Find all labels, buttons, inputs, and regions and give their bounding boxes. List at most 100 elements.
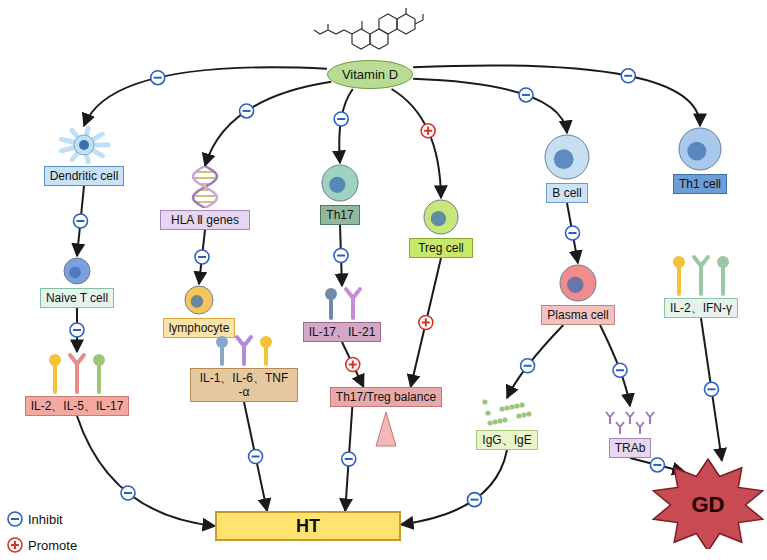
ab-icon: [602, 406, 658, 436]
disease-label: GD: [687, 490, 730, 520]
inhibit-sign: [470, 499, 478, 501]
inhibit-sign: [616, 369, 624, 371]
node-label: Treg cell: [409, 238, 473, 258]
node-label: IL-2、IL-5、IL-17: [25, 396, 130, 416]
promote-sign: [421, 124, 435, 138]
cell-node: IgG、IgE: [476, 398, 537, 450]
inhibit-sign: [76, 220, 84, 222]
legend-row: Inhibit: [6, 506, 77, 532]
inhibit-sign: [568, 232, 576, 234]
promote-sign: [346, 358, 360, 372]
inhibit-sign: [345, 458, 353, 460]
cyto-icon: [211, 334, 277, 366]
vitamin-d-molecule: [314, 8, 423, 49]
cyto-icon: [320, 286, 364, 320]
connector-arrow: [345, 407, 352, 511]
ellipse-node: Vitamin D: [327, 60, 413, 89]
node-label: Naive T cell: [40, 288, 114, 308]
legend: InhibitPromote: [6, 506, 77, 558]
inhibit-sign: [653, 464, 661, 466]
legend-symbol: [6, 536, 24, 554]
inhibit-sign: [124, 492, 132, 494]
legend-symbol: [6, 510, 24, 528]
node-label: Th1 cell: [673, 174, 727, 194]
node-label: Vitamin D: [327, 60, 413, 89]
node-label: lymphocyte: [163, 318, 236, 338]
promote-sign: [352, 361, 354, 369]
cell-node: IL-2、IL-5、IL-17: [25, 352, 130, 416]
cell-node: TRAb: [602, 406, 658, 458]
inhibit-sign: [524, 365, 532, 367]
inhibit-sign: [624, 75, 632, 77]
inhibit-sign: [195, 250, 209, 264]
cyto-icon: [44, 352, 110, 394]
promote-sign: [425, 319, 427, 327]
inhibit-sign: [621, 69, 635, 83]
node-label: Th17: [320, 205, 359, 225]
cell-node: Treg cell: [409, 198, 473, 258]
cell-node: IL-17、IL-21: [303, 286, 382, 342]
inhibit-sign: [121, 486, 135, 500]
node-label: IL-1、IL-6、TNF -α: [190, 368, 298, 402]
inhibit-sign: [198, 256, 206, 258]
node-label: Dendritic cell: [44, 166, 125, 186]
node-label: IL-17、IL-21: [303, 322, 382, 342]
connector-arrow: [199, 230, 205, 284]
promote-sign: [419, 316, 433, 330]
inhibit-sign: [337, 118, 345, 120]
inhibit-sign: [519, 88, 533, 102]
cell-icon: [318, 163, 362, 203]
balance-triangle: [376, 412, 396, 446]
node-label: TRAb: [609, 438, 652, 458]
connector-arrow: [401, 450, 507, 525]
connector-arrow: [567, 203, 578, 263]
inhibit-sign: [73, 214, 87, 228]
inhibit-sign: [521, 359, 535, 373]
cell-node: IL-1、IL-6、TNF -α: [190, 334, 298, 402]
legend-text: Inhibit: [28, 512, 63, 527]
cell-icon: [181, 284, 217, 316]
connector-arrow: [507, 325, 563, 398]
cell-node: HLA Ⅱ genes: [160, 166, 250, 230]
inhibit-sign: [240, 104, 254, 118]
connector-arrow: [600, 325, 630, 406]
cell-node: Dendritic cell: [44, 126, 125, 186]
inhibit-sign: [73, 329, 81, 331]
cell-icon: [675, 126, 725, 172]
inhibit-sign: [707, 388, 715, 390]
node-label: HT: [215, 511, 401, 541]
cell-node: IL-2、IFN-γ: [664, 254, 738, 318]
connector-arrow: [244, 402, 267, 511]
cell-node: Th17: [318, 163, 362, 225]
connector-arrow: [205, 82, 331, 166]
cell-node: Naive T cell: [40, 256, 114, 308]
dc-icon: [56, 126, 112, 164]
star-node: GD: [650, 455, 766, 549]
inhibit-sign: [11, 518, 19, 520]
cell-node: HT: [215, 511, 401, 541]
node-label: Th17/Treg balance: [330, 387, 442, 407]
connector-arrow: [411, 258, 441, 387]
inhibit-sign: [252, 456, 260, 458]
cell-icon: [541, 133, 593, 181]
inhibit-sign: [154, 77, 162, 79]
inhibit-sign: [151, 71, 165, 85]
cell-node: Plasma cell: [541, 263, 614, 325]
inhibit-sign: [704, 382, 718, 396]
connector-arrow: [392, 89, 441, 198]
inhibit-sign: [334, 112, 348, 126]
inhibit-sign: [8, 512, 22, 526]
dots-icon: [479, 398, 535, 428]
dna-icon: [183, 166, 227, 208]
connector-arrow: [342, 342, 364, 387]
cell-node: Th1 cell: [673, 126, 727, 194]
cell-icon: [556, 263, 600, 303]
inhibit-sign: [243, 110, 251, 112]
cell-node: lymphocyte: [163, 284, 236, 338]
inhibit-sign: [70, 323, 84, 337]
connector-arrow: [413, 65, 700, 126]
sign-layer: [70, 69, 718, 507]
inhibit-sign: [613, 363, 627, 377]
node-label: B cell: [546, 183, 587, 203]
